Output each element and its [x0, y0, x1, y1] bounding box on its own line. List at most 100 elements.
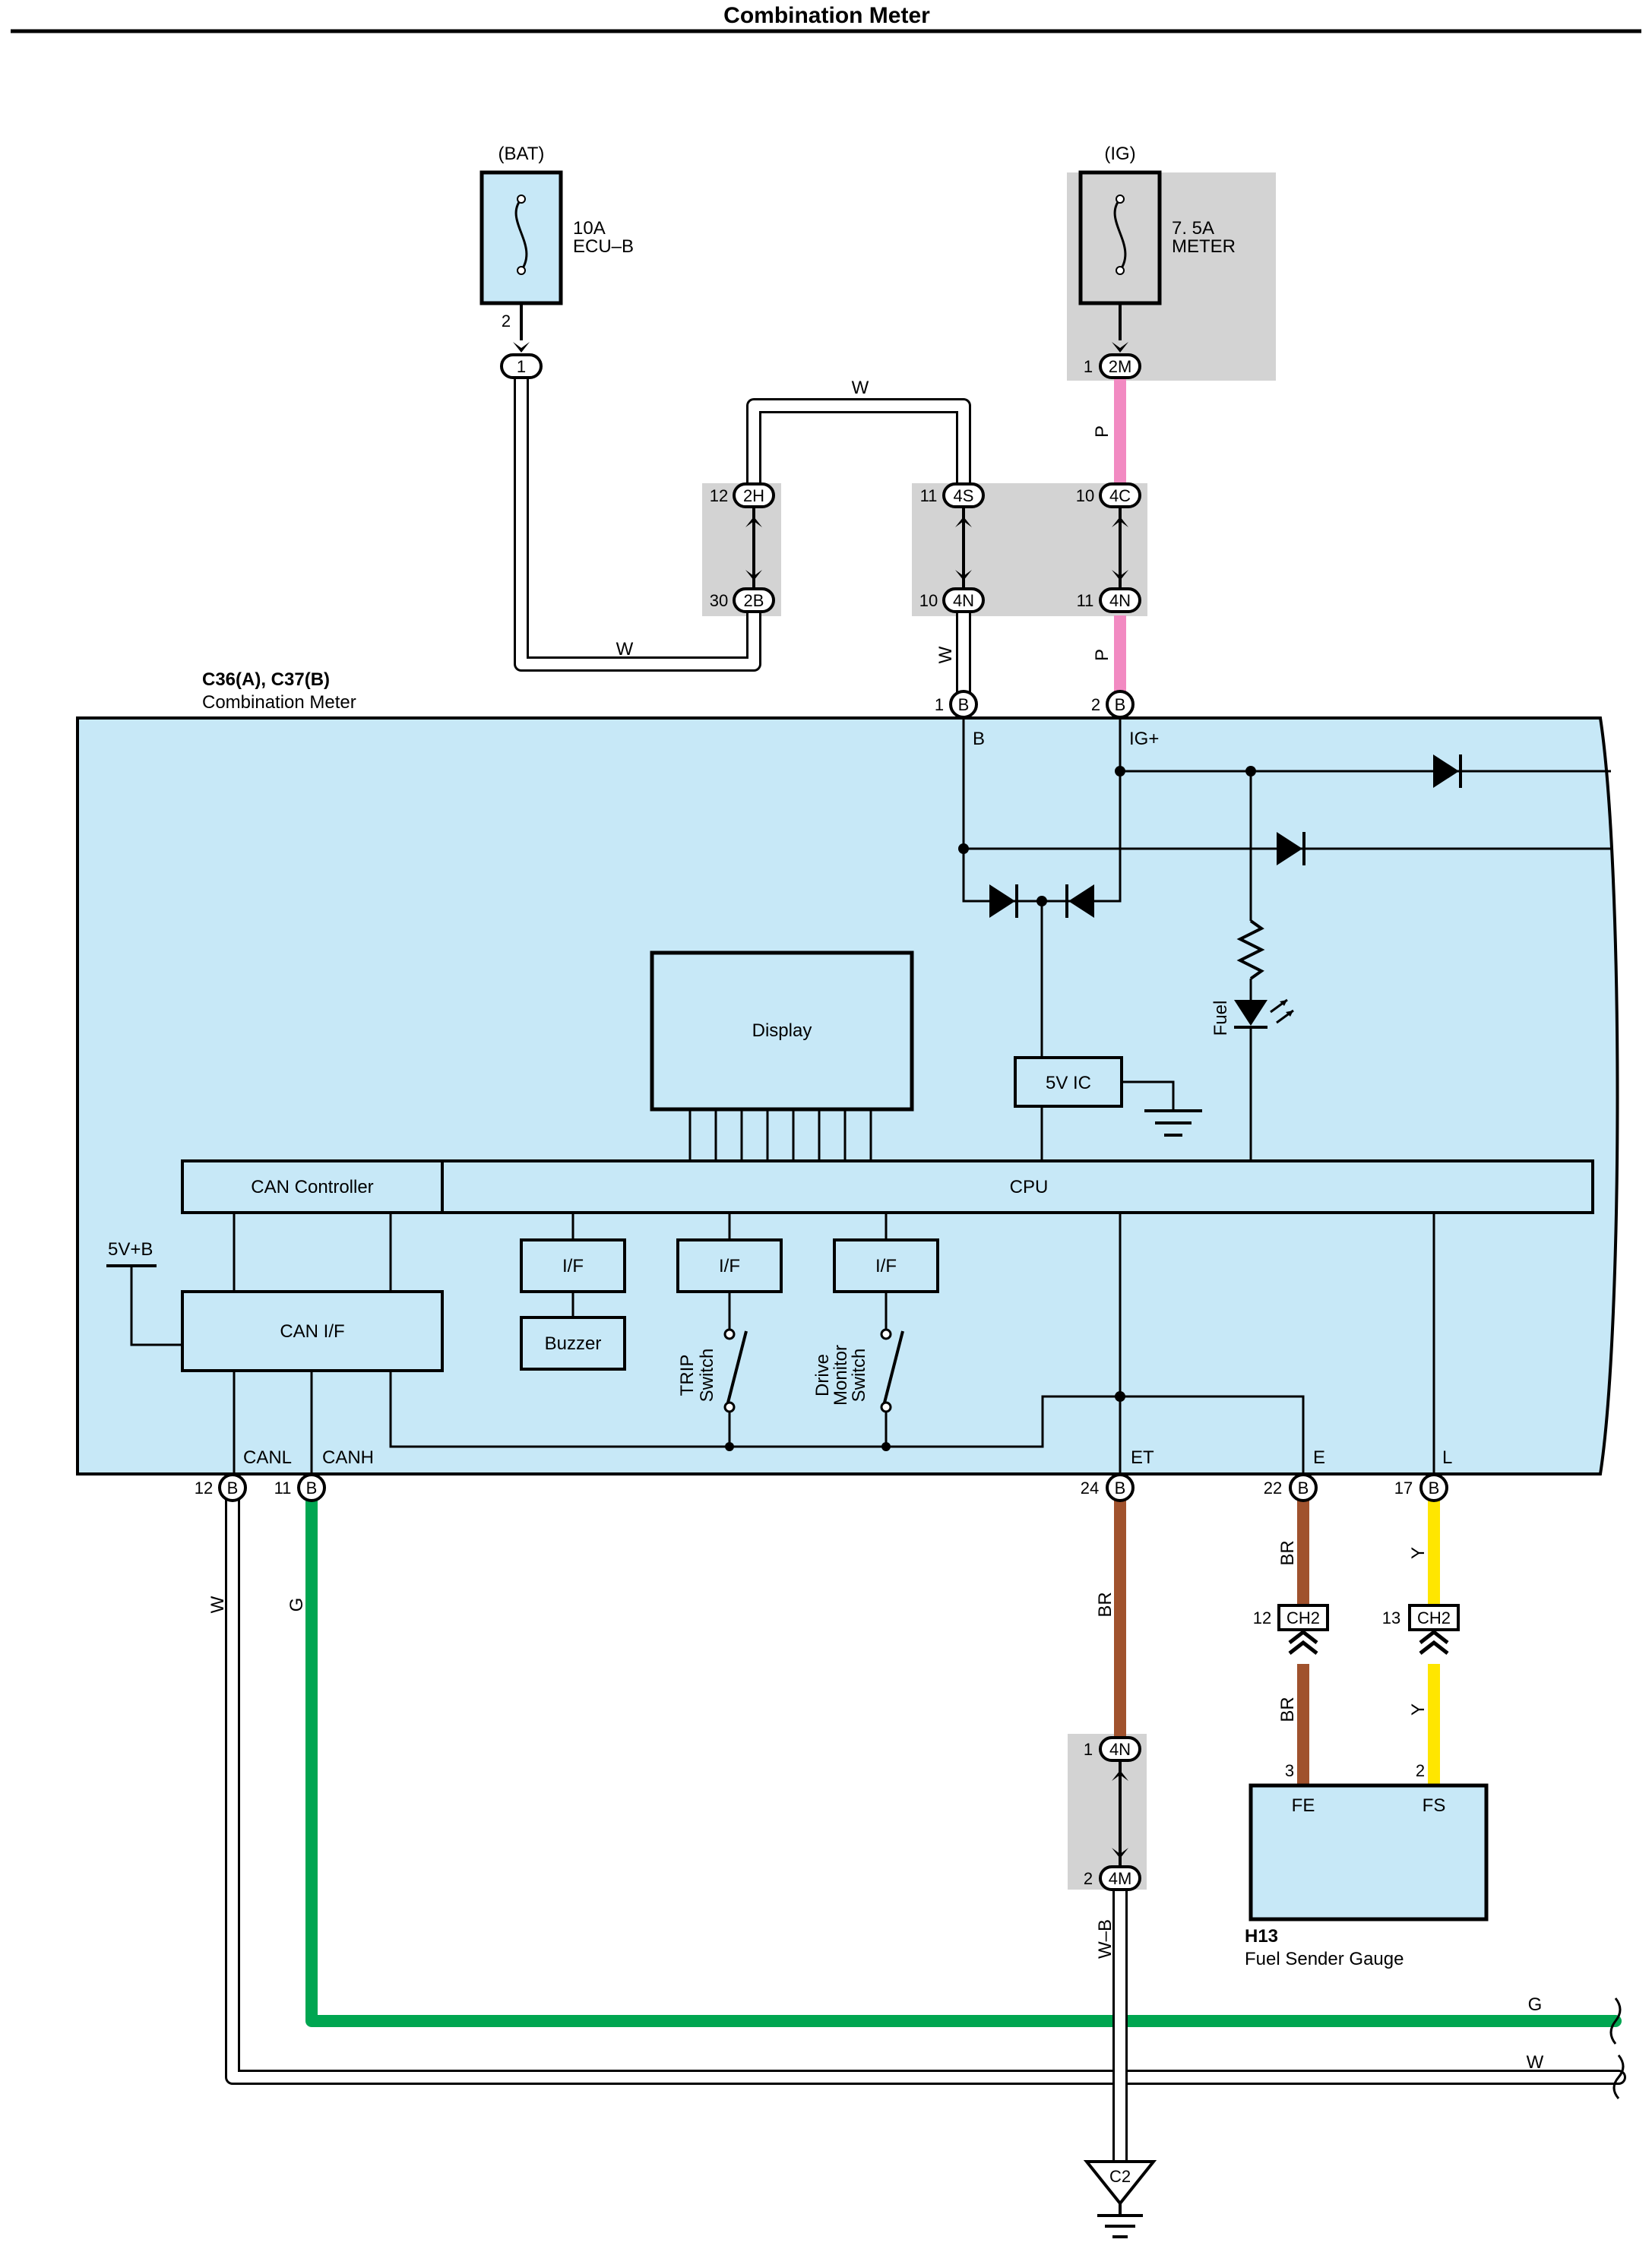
pin-2-bat: 2 [502, 312, 511, 331]
terminal-b17 [1419, 1473, 1448, 1502]
svg-text:4N: 4N [1109, 1740, 1131, 1759]
display-block [650, 950, 914, 1112]
sender-fs: FS [1423, 1795, 1446, 1816]
fuel-label: Fuel [1211, 1001, 1231, 1036]
terminal-b11 [297, 1473, 326, 1502]
terminal-label-ig: IG+ [1129, 729, 1159, 749]
wire-label-g-right: G [1528, 1994, 1543, 2015]
bat-label: (BAT) [498, 144, 545, 164]
wire-label-w-bat: W [616, 639, 634, 659]
trip-label-1: TRIP [677, 1355, 698, 1396]
drive-label-2: Monitor [831, 1345, 851, 1406]
wire-g-can-bus [305, 1491, 1622, 2027]
drive-label-3: Switch [849, 1349, 869, 1403]
svg-text:CH2: CH2 [1286, 1608, 1320, 1627]
pin-12-2h: 12 [710, 486, 728, 505]
drive-monitor-switch-icon [883, 1330, 904, 1403]
svg-text:C2: C2 [1109, 2167, 1131, 2186]
trip-label-2: Switch [697, 1349, 717, 1403]
meter-id: C36(A), C37(B) [202, 669, 330, 690]
svg-text:CH2: CH2 [1417, 1608, 1451, 1627]
wire-label-br-et: BR [1095, 1592, 1116, 1617]
svg-text:B: B [306, 1479, 318, 1498]
wire-label-wb: W–B [1095, 1919, 1116, 1959]
sender-id: H13 [1245, 1926, 1278, 1947]
meter-name: Combination Meter [202, 692, 356, 713]
ground-c2 [1083, 2160, 1157, 2206]
svg-text:B: B [958, 695, 970, 714]
ig-fuse-shade [1067, 172, 1276, 381]
resistor-fuel-icon [1236, 919, 1265, 980]
svg-text:B: B [1115, 1479, 1126, 1498]
svg-text:Buzzer: Buzzer [545, 1333, 602, 1354]
wire-label-w-top: W [852, 378, 869, 398]
buzzer [520, 1316, 626, 1371]
connector-4m [1099, 1865, 1141, 1891]
pin-11-4n: 11 [1077, 591, 1094, 610]
wire-label-w-b1: W [935, 646, 956, 663]
wire-label-y-top: Y [1408, 1547, 1429, 1559]
svg-text:I/F: I/F [875, 1256, 897, 1276]
connector-1 [500, 353, 543, 379]
fuel-sender-gauge [1248, 1783, 1489, 1921]
svg-text:12: 12 [195, 1479, 213, 1498]
break-mark-g [1609, 1997, 1622, 2045]
svg-text:2B: 2B [744, 591, 764, 610]
wire-label-g-canh: G [286, 1598, 307, 1612]
terminal-label-b: B [973, 729, 985, 749]
connector-2b [733, 587, 775, 613]
svg-text:4M: 4M [1109, 1869, 1132, 1888]
terminal-b22 [1289, 1473, 1318, 1502]
terminal-label-e: E [1313, 1447, 1325, 1468]
svg-text:B: B [1115, 695, 1126, 714]
fuse-ecu-b-rating: 10A [573, 218, 606, 239]
svg-text:4C: 4C [1109, 486, 1131, 505]
pin-1-2m: 1 [1084, 357, 1093, 376]
break-mark-w [1612, 2054, 1625, 2099]
svg-text:B: B [1298, 1479, 1309, 1498]
connector-ch2-12-arrow-icon [1288, 1629, 1318, 1655]
terminal-label-canl: CANL [243, 1447, 292, 1468]
wire-label-br-e-top: BR [1277, 1540, 1298, 1565]
wire-label-p-bottom: P [1092, 649, 1112, 661]
wire-label-w-right: W [1527, 2052, 1544, 2073]
terminal-b12 [218, 1473, 247, 1502]
svg-text:13: 13 [1382, 1608, 1400, 1627]
svg-text:4N: 4N [1109, 591, 1131, 610]
pin-10-4n: 10 [919, 591, 938, 610]
connector-ch2-13-arrow-icon [1419, 1629, 1449, 1655]
fuse-meter-name: METER [1172, 236, 1236, 257]
drive-label-1: Drive [812, 1354, 833, 1396]
svg-text:I/F: I/F [562, 1256, 584, 1276]
display-bus-lines [688, 1109, 872, 1161]
terminal-label-l: L [1442, 1447, 1452, 1468]
wire-label-p-top: P [1092, 425, 1112, 438]
page-title: Combination Meter [723, 3, 930, 28]
trip-switch-icon [726, 1330, 748, 1403]
svg-text:24: 24 [1081, 1479, 1099, 1498]
svg-text:4S: 4S [954, 486, 974, 505]
terminal-b24 [1106, 1473, 1135, 1502]
combination-meter-body [76, 716, 1619, 1476]
fuse-meter-icon [1113, 198, 1127, 271]
pin-2-fs: 2 [1416, 1761, 1425, 1780]
svg-text:B: B [1429, 1479, 1440, 1498]
svg-text:CAN Controller: CAN Controller [251, 1177, 373, 1197]
terminal-label-canh: CANH [322, 1447, 374, 1468]
fuse-ecu-b-name: ECU–B [573, 236, 634, 257]
svg-text:1: 1 [517, 357, 526, 376]
diode-right-icon [1068, 884, 1094, 918]
svg-text:CPU: CPU [1010, 1177, 1049, 1197]
svg-text:2: 2 [1084, 1869, 1093, 1888]
fuse-ecu-b [479, 170, 563, 305]
fuel-led-icon [1234, 1000, 1267, 1026]
svg-text:5V IC: 5V IC [1046, 1073, 1091, 1093]
pin-3-fe: 3 [1285, 1761, 1294, 1780]
svg-text:1: 1 [935, 695, 944, 714]
pin-10-4c: 10 [1076, 486, 1094, 505]
supply-label: 5V+B [108, 1239, 153, 1260]
fuse-meter-rating: 7. 5A [1172, 218, 1214, 239]
svg-text:12: 12 [1253, 1608, 1271, 1627]
svg-text:22: 22 [1264, 1479, 1282, 1498]
